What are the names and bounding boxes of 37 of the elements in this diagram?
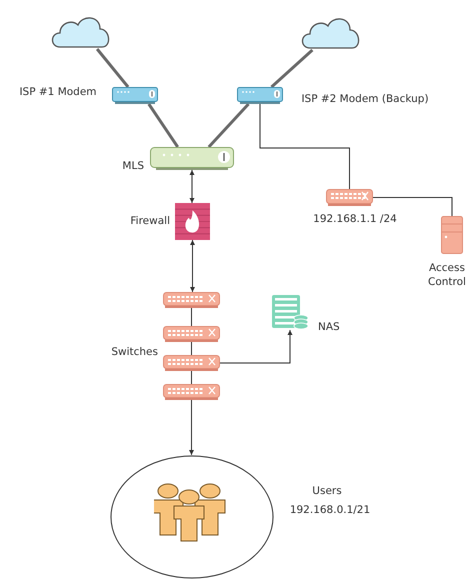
cloud	[300, 18, 362, 50]
connector-line	[372, 197, 452, 216]
cloud	[50, 15, 112, 49]
device-label: Firewall	[129, 215, 170, 229]
arrow	[190, 240, 195, 292]
arrow	[220, 330, 292, 364]
connector-line	[148, 103, 179, 148]
device-label: Users	[311, 485, 343, 499]
device-label: 192.168.0.1/21	[288, 504, 372, 518]
switch-device	[326, 189, 373, 206]
device-label: 192.168.1.1 /24	[312, 213, 398, 227]
connector-line	[191, 370, 192, 384]
device-label: MLS	[121, 160, 144, 174]
storage-server-icon	[272, 293, 308, 330]
firewall-icon	[175, 203, 210, 240]
switch-device	[163, 326, 220, 342]
device-label: ISP #1 Modem	[18, 86, 98, 100]
users-ellipse	[110, 455, 274, 579]
connector-line	[191, 342, 192, 356]
device-label: ISP #2 Modem (Backup)	[300, 93, 430, 107]
switch-device	[163, 355, 220, 371]
switch-device	[163, 384, 220, 400]
connector-line	[96, 48, 130, 88]
connector-line	[270, 48, 314, 88]
server-icon	[441, 216, 463, 254]
group-label: Switches	[110, 346, 158, 360]
connector-line	[260, 104, 350, 190]
modem-device	[237, 87, 283, 104]
arrow	[189, 400, 194, 456]
arrow	[190, 170, 194, 204]
switch-device	[150, 147, 234, 170]
modem-device	[112, 87, 158, 104]
connector-line	[191, 308, 192, 326]
device-label: Access Control	[427, 262, 467, 290]
device-label: NAS	[318, 321, 341, 335]
switch-device	[163, 292, 220, 308]
connector-line	[208, 102, 250, 148]
